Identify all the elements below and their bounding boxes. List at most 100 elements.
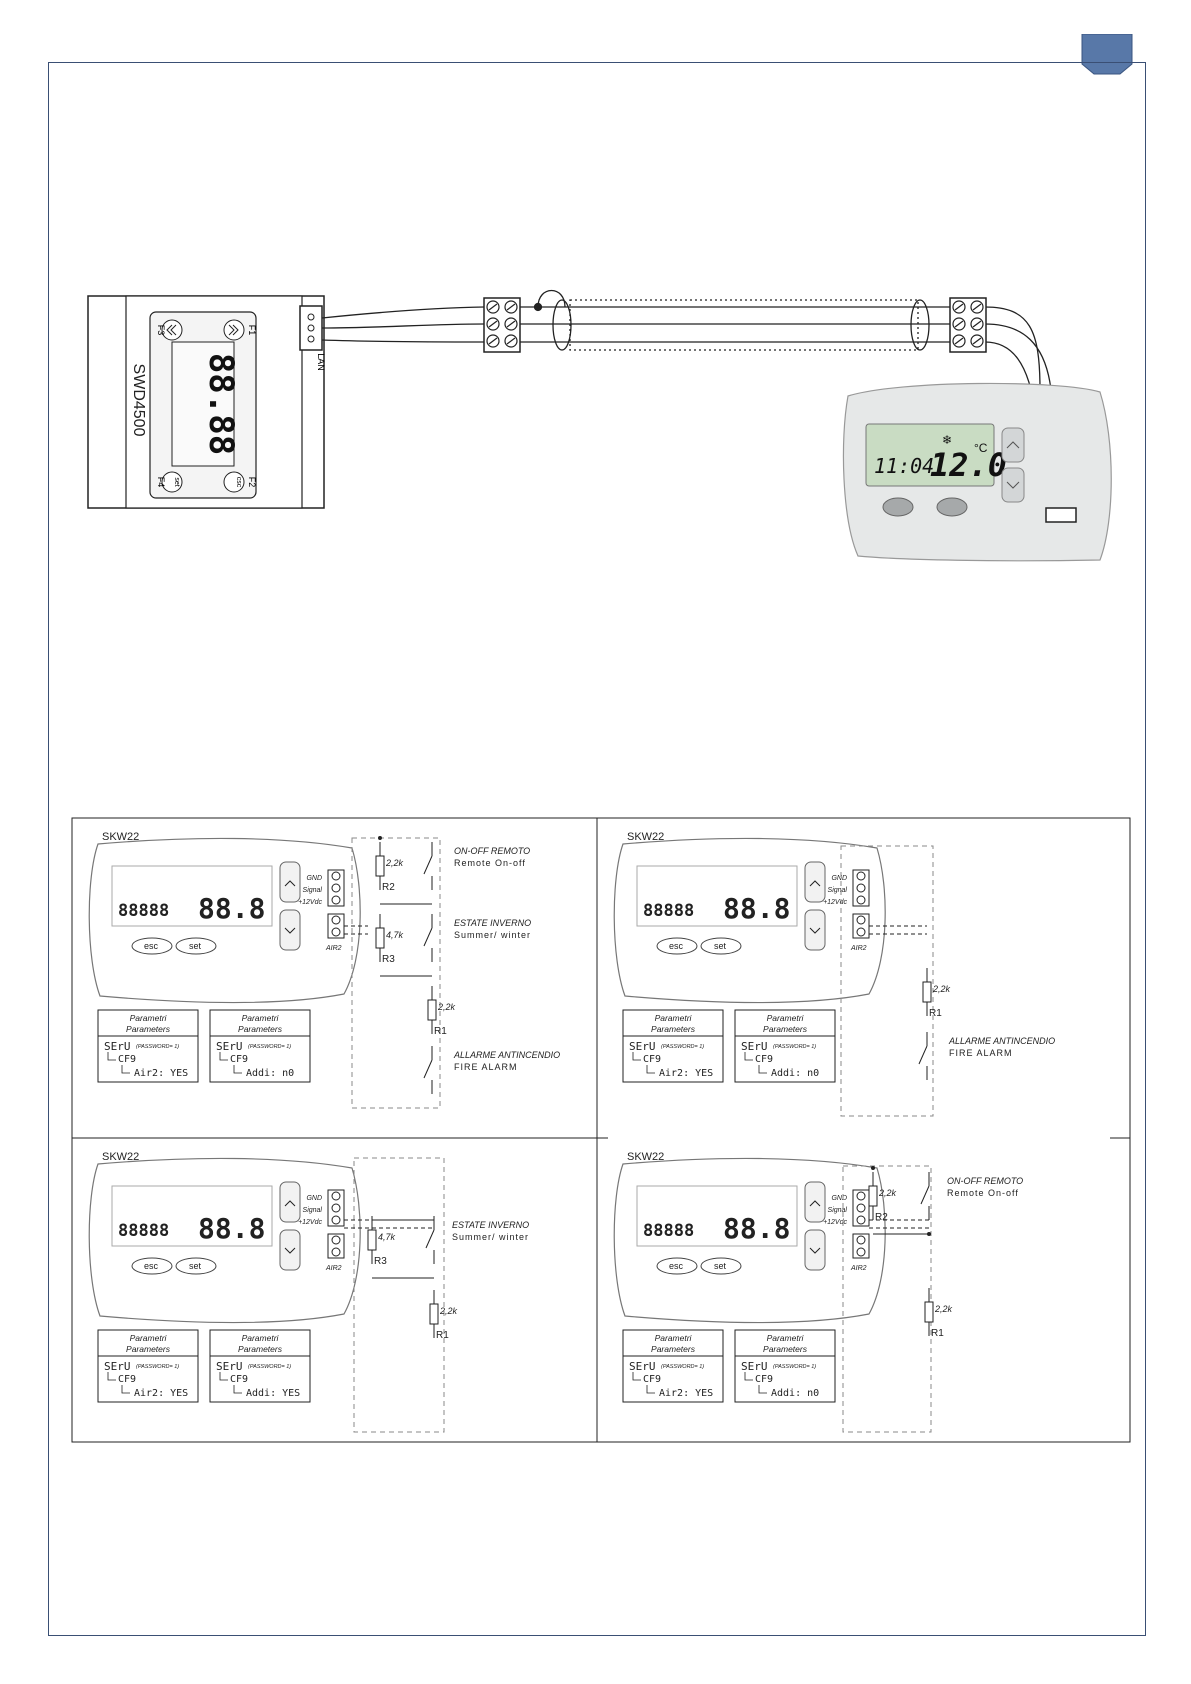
esc-label: esc bbox=[144, 1261, 159, 1271]
esc-button[interactable] bbox=[656, 937, 698, 955]
circuit-label-it: ALLARME ANTINCENDIO bbox=[948, 1036, 1055, 1046]
parameters-box bbox=[97, 1009, 199, 1083]
circuit-label-it: ALLARME ANTINCENDIO bbox=[453, 1050, 560, 1060]
lcd-left-digits: 88888 bbox=[118, 1221, 169, 1241]
param-password: (PASSWORD= 1) bbox=[661, 1044, 704, 1050]
param-password: (PASSWORD= 1) bbox=[773, 1364, 816, 1370]
set-button[interactable] bbox=[700, 1257, 742, 1275]
param-cf9: CF9 bbox=[118, 1374, 136, 1385]
param-menu-serv: SErU bbox=[216, 1040, 243, 1053]
resistor-symbol bbox=[429, 1303, 439, 1325]
param-cf9: CF9 bbox=[643, 1374, 661, 1385]
terminal-label: GND bbox=[306, 1195, 322, 1202]
terminal-label: GND bbox=[831, 1195, 847, 1202]
skw22-down-button[interactable] bbox=[279, 909, 301, 951]
circuit-label-en: Summer/ winter bbox=[452, 1232, 529, 1242]
resistor-value: 2,2k bbox=[932, 984, 951, 994]
set-button[interactable] bbox=[700, 937, 742, 955]
resistor-ref: R2 bbox=[875, 1212, 888, 1223]
resistor-value: 2,2k bbox=[439, 1306, 458, 1316]
circuit-label-en: Remote On-off bbox=[947, 1188, 1019, 1198]
skw22-down-button[interactable] bbox=[804, 1229, 826, 1271]
param-title-it: Parametri bbox=[767, 1013, 805, 1023]
param-password: (PASSWORD= 1) bbox=[248, 1364, 291, 1370]
param-password: (PASSWORD= 1) bbox=[248, 1044, 291, 1050]
skw22-up-button[interactable] bbox=[279, 861, 301, 903]
switch-symbol bbox=[423, 927, 433, 947]
param-value: Air2: YES bbox=[134, 1068, 188, 1079]
lcd-right-digits: 88.8 bbox=[723, 892, 790, 925]
chevron-right-icon bbox=[228, 324, 239, 336]
resistor-ref: R1 bbox=[436, 1330, 449, 1341]
thermostat-temp: 12.0 bbox=[930, 446, 1007, 484]
page-frame bbox=[48, 62, 1146, 1636]
thermostat-up-button[interactable] bbox=[1001, 427, 1025, 463]
terminal-label: Signal bbox=[828, 887, 848, 894]
switch-symbol bbox=[918, 1045, 928, 1065]
resistor-value: 2,2k bbox=[878, 1188, 897, 1198]
set-button[interactable] bbox=[175, 937, 217, 955]
parameters-box bbox=[209, 1329, 311, 1403]
thermostat-time: 11:04 bbox=[874, 454, 934, 478]
skw22-up-button[interactable] bbox=[804, 1181, 826, 1223]
set-button[interactable] bbox=[175, 1257, 217, 1275]
param-title-en: Parameters bbox=[763, 1024, 808, 1034]
param-password: (PASSWORD= 1) bbox=[773, 1044, 816, 1050]
esc-label: esc bbox=[144, 941, 159, 951]
lcd-left-digits: 88888 bbox=[118, 901, 169, 921]
snowflake-icon: ❄ bbox=[942, 433, 952, 447]
set-label: set bbox=[714, 941, 727, 951]
switch-symbol bbox=[423, 855, 433, 875]
param-password: (PASSWORD= 1) bbox=[661, 1364, 704, 1370]
chevron-left-icon bbox=[166, 324, 177, 336]
param-title-it: Parametri bbox=[655, 1013, 693, 1023]
chevron-up-icon bbox=[1006, 441, 1020, 449]
esc-button[interactable] bbox=[656, 1257, 698, 1275]
param-cf9: CF9 bbox=[755, 1374, 773, 1385]
param-title-en: Parameters bbox=[651, 1024, 696, 1034]
esc-label: esc bbox=[669, 941, 684, 951]
controller-key-f4-label: F4 bbox=[156, 477, 166, 488]
skw22-down-button[interactable] bbox=[279, 1229, 301, 1271]
lcd-right-digits: 88.8 bbox=[198, 1212, 265, 1245]
circuit-label-en: Summer/ winter bbox=[454, 930, 531, 940]
thermostat-mode-button[interactable] bbox=[882, 497, 914, 517]
skw22-lcd bbox=[636, 1185, 798, 1247]
device-model-label: SKW22 bbox=[102, 1151, 139, 1163]
skw22-up-button[interactable] bbox=[804, 861, 826, 903]
terminal-label: Signal bbox=[303, 887, 323, 894]
resistor-ref: R2 bbox=[382, 882, 395, 893]
controller-key-f2-label: F2 bbox=[247, 477, 257, 488]
terminal-label: +12Vdc bbox=[823, 899, 847, 906]
param-title-en: Parameters bbox=[651, 1344, 696, 1354]
chevron-down-icon bbox=[809, 1247, 821, 1254]
esc-button[interactable] bbox=[131, 1257, 173, 1275]
chevron-up-icon bbox=[809, 1200, 821, 1207]
parameters-box bbox=[622, 1009, 724, 1083]
parameters-box bbox=[97, 1329, 199, 1403]
param-password: (PASSWORD= 1) bbox=[136, 1364, 179, 1370]
device-model-label: SKW22 bbox=[102, 831, 139, 843]
resistor-symbol bbox=[868, 1185, 878, 1207]
skw22-up-button[interactable] bbox=[279, 1181, 301, 1223]
esc-button[interactable] bbox=[131, 937, 173, 955]
controller-key-f2[interactable] bbox=[223, 471, 245, 493]
controller-key-f3[interactable] bbox=[161, 319, 183, 341]
param-menu-serv: SErU bbox=[104, 1360, 131, 1373]
skw22-down-button[interactable] bbox=[804, 909, 826, 951]
controller-key-csc-label: csc bbox=[235, 477, 242, 488]
controller-key-f4[interactable] bbox=[161, 471, 183, 493]
controller-key-f1-label: F1 bbox=[247, 325, 257, 336]
thermostat-set-button[interactable] bbox=[936, 497, 968, 517]
resistor-ref: R3 bbox=[382, 954, 395, 965]
param-cf9: CF9 bbox=[230, 1374, 248, 1385]
chevron-up-icon bbox=[284, 880, 296, 887]
resistor-symbol bbox=[375, 855, 385, 877]
resistor-value: 4,7k bbox=[386, 930, 404, 940]
param-title-en: Parameters bbox=[763, 1344, 808, 1354]
thermostat-down-button[interactable] bbox=[1001, 467, 1025, 503]
thermostat: 11:04 12.0 °C ❄ bbox=[842, 382, 1112, 562]
circuit-label-en: FIRE ALARM bbox=[949, 1048, 1013, 1058]
